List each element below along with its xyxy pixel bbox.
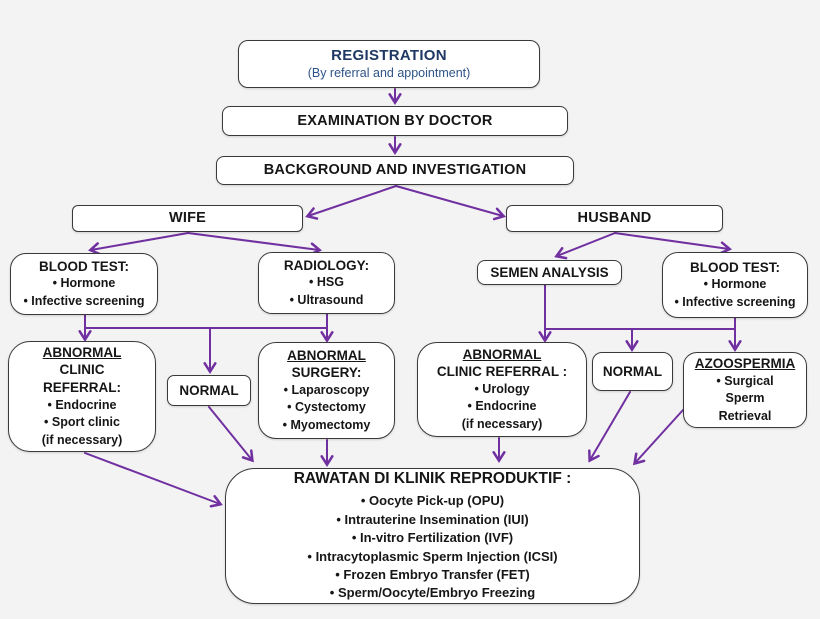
list-item: • Sport clinic — [44, 415, 120, 430]
list-item: • In-vitro Fertilization (IVF) — [351, 530, 514, 546]
list-item: • Laparoscopy — [283, 382, 370, 397]
husband-normal-title: NORMAL — [602, 363, 663, 379]
wife-radiology-title: RADIOLOGY: — [283, 257, 370, 273]
treatment-items: • Oocyte Pick-up (OPU) • Intrauterine Ins… — [307, 492, 557, 603]
wife-radiology-items: • HSG • Ultrasound — [290, 274, 364, 309]
wife-surgery-abnormal-title: ABNORMAL — [287, 347, 366, 363]
background-investigation-title: BACKGROUND AND INVESTIGATION — [263, 162, 527, 179]
node-background-and-investigation: BACKGROUND AND INVESTIGATION — [216, 156, 574, 185]
wife-surgery-items: • Laparoscopy • Cystectomy • Myomectomy — [283, 382, 371, 435]
wife-referral-line2: CLINIC — [59, 362, 105, 378]
list-item: • Intrauterine Insemination (IUI) — [336, 511, 529, 527]
node-reproductive-clinic-treatment: RAWATAN DI KLINIK REPRODUKTIF : • Oocyte… — [225, 468, 640, 604]
wife-referral-items: • Endocrine • Sport clinic (if necessary) — [42, 397, 123, 450]
list-item: (if necessary) — [41, 432, 123, 447]
wife-title: WIFE — [168, 210, 207, 227]
list-item: • Intracytoplasmic Sperm Injection (ICSI… — [307, 548, 558, 564]
node-semen-analysis: SEMEN ANALYSIS — [477, 260, 622, 285]
list-item: • HSG — [309, 275, 344, 290]
husband-referral-items: • Urology • Endocrine (if necessary) — [462, 381, 543, 434]
list-item: • Myomectomy — [282, 417, 371, 432]
list-item: • Frozen Embryo Transfer (FET) — [335, 567, 530, 583]
husband-title: HUSBAND — [577, 210, 652, 227]
node-wife-radiology: RADIOLOGY: • HSG • Ultrasound — [258, 252, 395, 314]
node-registration: REGISTRATION (By referral and appointmen… — [238, 40, 540, 88]
list-item: Retrieval — [718, 408, 772, 423]
list-item: • Urology — [474, 381, 530, 396]
node-wife-blood-test: BLOOD TEST: • Hormone • Infective screeni… — [10, 253, 158, 315]
husband-referral-line2: CLINIC REFERRAL : — [436, 364, 568, 380]
list-item: • Infective screening — [23, 293, 145, 308]
list-item: • Sperm/Oocyte/Embryo Freezing — [329, 585, 536, 601]
husband-blood-test-title: BLOOD TEST: — [690, 259, 780, 275]
wife-blood-test-title: BLOOD TEST: — [39, 258, 129, 274]
list-item: • Ultrasound — [289, 292, 364, 307]
wife-blood-test-items: • Hormone • Infective screening — [23, 275, 144, 310]
treatment-title: RAWATAN DI KLINIK REPRODUKTIF : — [293, 470, 572, 488]
list-item: (if necessary) — [461, 416, 543, 431]
registration-title: REGISTRATION — [331, 47, 447, 65]
node-husband: HUSBAND — [506, 205, 723, 232]
list-item: • Hormone — [703, 277, 767, 292]
registration-subtitle: (By referral and appointment) — [307, 65, 471, 80]
husband-blood-test-items: • Hormone • Infective screening — [674, 276, 795, 311]
examination-title: EXAMINATION BY DOCTOR — [297, 112, 493, 129]
list-item: • Cystectomy — [287, 400, 366, 415]
list-item: • Surgical — [716, 373, 774, 388]
list-item: • Endocrine — [467, 399, 537, 414]
list-item: • Oocyte Pick-up (OPU) — [360, 493, 505, 509]
node-wife-normal: NORMAL — [167, 375, 251, 406]
node-husband-abnormal-clinic-referral: ABNORMAL CLINIC REFERRAL : • Urology • En… — [417, 342, 587, 437]
node-husband-normal: NORMAL — [592, 352, 673, 391]
husband-abnormal-title: ABNORMAL — [462, 346, 542, 362]
node-wife-abnormal-surgery: ABNORMAL SURGERY: • Laparoscopy • Cystect… — [258, 342, 395, 439]
node-wife-abnormal-clinic-referral: ABNORMAL CLINIC REFERRAL: • Endocrine • S… — [8, 341, 156, 452]
list-item: • Infective screening — [674, 294, 796, 309]
wife-referral-line3: REFERRAL: — [43, 380, 121, 396]
wife-surgery-line2: SURGERY: — [291, 365, 362, 381]
list-item: • Endocrine — [47, 397, 117, 412]
node-wife: WIFE — [72, 205, 303, 232]
node-husband-blood-test: BLOOD TEST: • Hormone • Infective screeni… — [662, 252, 808, 318]
semen-analysis-title: SEMEN ANALYSIS — [490, 264, 609, 280]
list-item: • Hormone — [52, 276, 116, 291]
node-examination-by-doctor: EXAMINATION BY DOCTOR — [222, 106, 568, 136]
wife-abnormal-title: ABNORMAL — [42, 344, 122, 360]
list-item: Sperm — [725, 391, 765, 406]
azoospermia-title: AZOOSPERMIA — [694, 355, 796, 371]
wife-normal-title: NORMAL — [179, 382, 239, 398]
